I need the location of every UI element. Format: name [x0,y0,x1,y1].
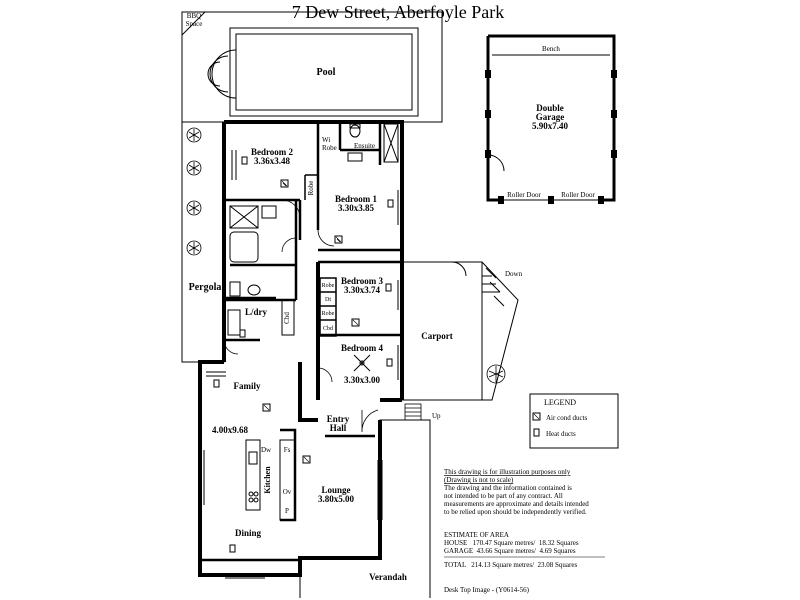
legend-heat: Heat ducts [546,430,576,438]
ensuite-toilet [349,124,361,138]
bedroom4-name: Bedroom 4 [341,343,384,353]
roller-door-1-label: Roller Door [507,191,541,199]
carport-label: Carport [421,331,453,341]
p-label: P [285,507,289,515]
bedroom4-size: 3.30x3.00 [344,375,381,385]
bedroom2-size: 3.36x3.48 [254,156,291,166]
verandah-outline [299,419,431,598]
legend-box [529,393,619,449]
garage-name: Double [536,103,564,113]
pergola-label: Pergola [189,282,222,293]
area-garage: GARAGE 43.66 Square metres/ 4.69 Squares [444,547,576,555]
door-swings [223,199,379,433]
verandah-label: Verandah [369,572,407,582]
disclaimer-line-5: measurements are approximate and details… [444,500,589,508]
disclaimer-line-1: This drawing is for illustration purpose… [444,468,571,476]
lounge-name: Lounge [321,485,350,495]
entry-label-2: Hall [330,423,347,433]
bedroom3-size: 3.30x3.74 [344,285,381,295]
bath-tub [229,231,259,263]
heat-duct-bed2 [241,156,248,165]
dw-label: Dw [261,446,272,454]
wardrobes-bedroom3 [304,174,337,337]
bedroom2-name: Bedroom 2 [251,147,294,157]
legend-air-cond: Air cond ducts [546,414,587,422]
area-estimate: ESTIMATE OF AREA HOUSE 170.47 Square met… [444,531,605,569]
ceiling-fan-icon [353,354,371,372]
ensuite-label: Ensuite [354,142,375,150]
area-house: HOUSE 170.47 Square metres/ 18.32 Square… [444,539,579,547]
family-label: Family [234,381,261,391]
heat-duct-bed4 [386,358,393,367]
footer-ref: Desk Top Image - (Y0614-56) [444,586,530,594]
kitchen-bench [245,439,261,511]
bbq-label: BBQ [187,12,201,20]
bedroom3-name: Bedroom 3 [341,276,384,286]
disclaimer-line-4: not intended to be part of any contract.… [444,492,563,500]
disclaimer-line-6: to be relied upon should be independentl… [444,508,587,516]
ov-label: Ov [283,488,292,496]
area-heading: ESTIMATE OF AREA [444,531,509,539]
entry-label: Entry [327,414,350,424]
heat-duct-bed1 [387,199,394,208]
disclaimer-line-3: The drawing and the information containe… [444,484,572,492]
robe-b3b-label: Robe [322,311,335,317]
tree-icons [186,127,506,384]
wi-robe-label-2: Robe [322,144,337,152]
legend-title: LEGEND [544,398,576,407]
ldry-label: L/dry [245,307,268,317]
pool-outline [229,27,419,117]
dt-label: Dt [325,297,331,303]
interior-walls [200,122,402,562]
heat-duct-family [213,379,220,388]
shower-base [229,205,259,229]
bathroom-fixtures [227,123,399,521]
pergola-outline [181,121,225,363]
kitchen-label: Kitchen [263,466,272,494]
carport-outline [402,261,519,401]
cbd-ldry-label: Cbd [283,312,291,324]
wi-robe-label: Wi [322,136,330,144]
entry-steps [404,403,422,421]
fs-label: Fs [284,446,291,454]
heat-duct-bed3 [385,283,392,292]
heat-duct-dining [229,544,236,553]
down-label: Down [505,270,523,278]
roller-door-2-label: Roller Door [561,191,595,199]
family-size: 4.00x9.68 [212,425,249,435]
lounge-size: 3.80x5.00 [318,494,355,504]
duct-markers [213,156,394,553]
bedroom1-name: Bedroom 1 [335,194,378,204]
robe-label: Robe [307,181,315,196]
up-label: Up [432,412,441,420]
bedroom1-size: 3.30x3.85 [338,203,375,213]
bbq-label-2: Space [186,20,203,28]
dining-label: Dining [235,528,262,538]
garage-size: 5.90x7.40 [532,121,569,131]
area-total: TOTAL 214.13 Square metres/ 23.08 Square… [444,561,577,569]
heat-duct-ldry [239,329,246,338]
pool-label: Pool [317,67,336,78]
bench-label: Bench [542,45,560,53]
toilet [247,284,261,296]
garage-piers [485,70,617,204]
garage-name-2: Garage [536,112,565,122]
disclaimer-line-2: (Drawing is not to scale) [444,476,514,484]
cbd-b3-label: Cbd [323,326,333,332]
windows [199,150,403,579]
robe-b3a-label: Robe [322,283,335,289]
disclaimer: This drawing is for illustration purpose… [444,468,589,516]
